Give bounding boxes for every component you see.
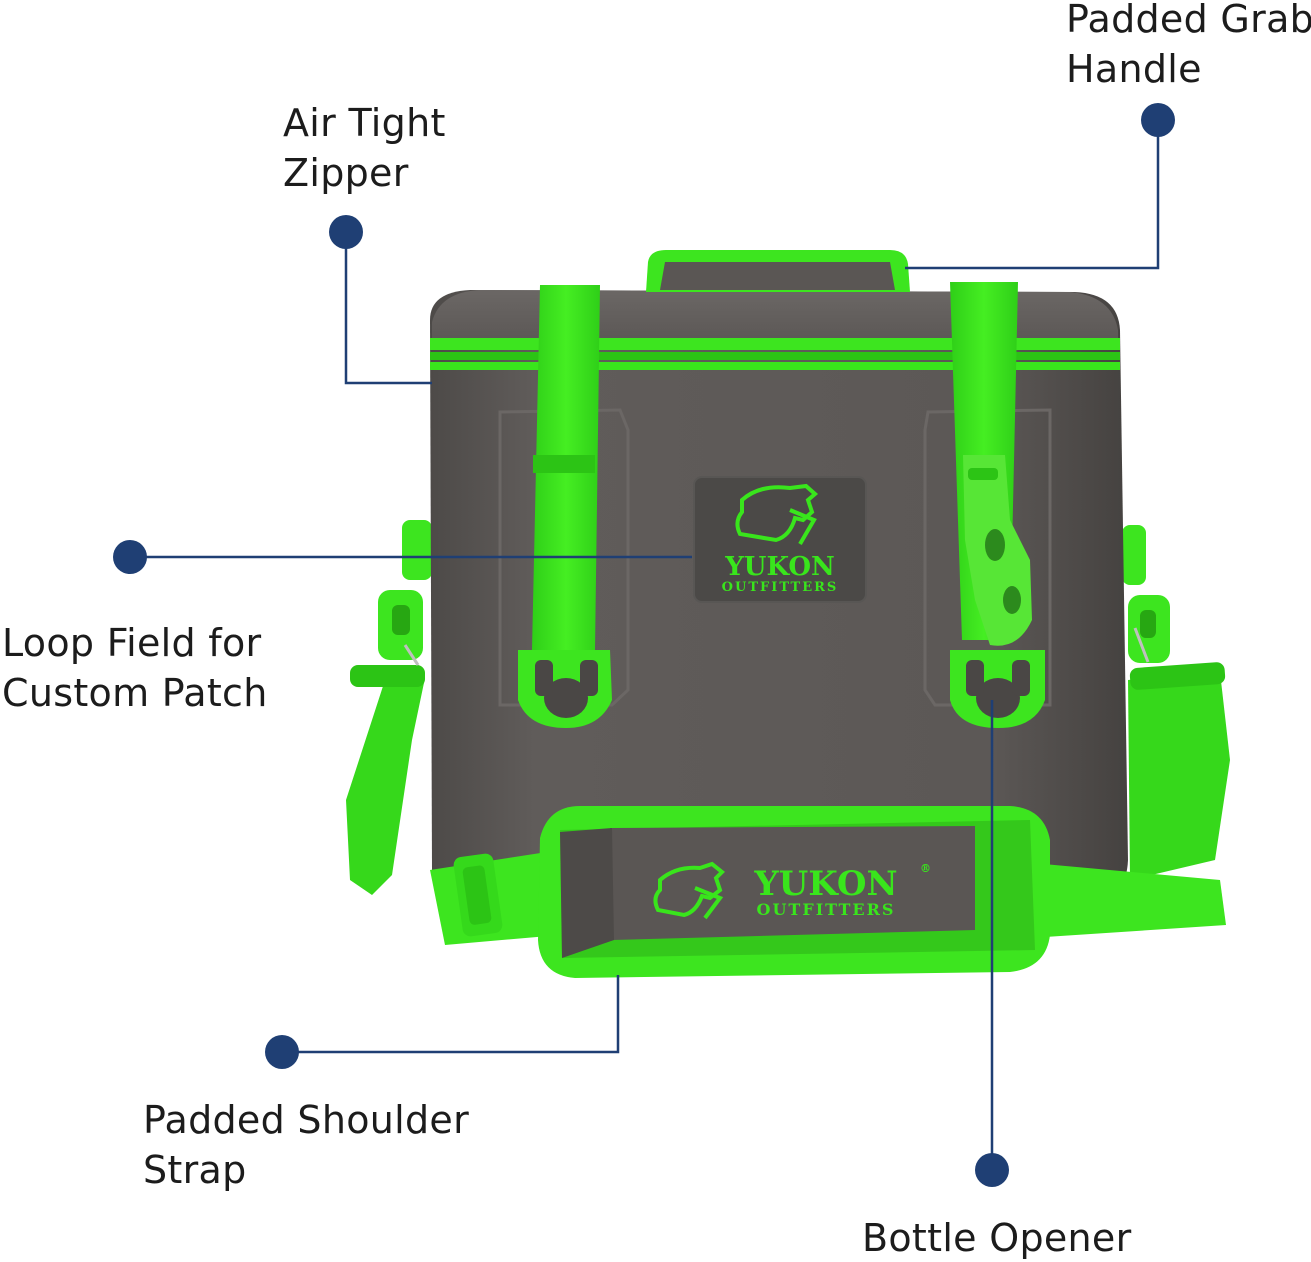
side-clip-left: [378, 520, 432, 666]
callout-dot-icon: [113, 540, 147, 574]
callout-lines: [130, 120, 1160, 1170]
d-ring-right: [950, 650, 1045, 728]
loop-field-patch: YUKON OUTFITTERS: [693, 476, 867, 603]
callout-bottle-opener-line1: Bottle Opener: [862, 1216, 1132, 1260]
panel-left-inset: [498, 408, 630, 707]
line-shoulder-strap: [282, 975, 620, 1054]
padded-grab-handle: [646, 250, 910, 292]
shoulder-strap-front: [430, 850, 1226, 945]
line-zipper: [344, 232, 432, 385]
shoulder-strap-back: [346, 662, 1230, 895]
bottle-opener: [963, 455, 1032, 646]
strap-pad-right: [1129, 662, 1226, 690]
strap-pad-left: [350, 665, 425, 687]
callout-zipper: Air Tight Zipper: [283, 98, 446, 198]
cooler-lid: [432, 290, 1118, 350]
callout-loop-field: Loop Field for Custom Patch: [2, 618, 268, 718]
pad-brand-sub: OUTFITTERS: [757, 900, 896, 919]
panel-right-inset: [923, 408, 1052, 707]
pad-brand-registered: ®: [920, 862, 931, 875]
patch-brand-sub: OUTFITTERS: [722, 580, 839, 595]
callout-loop-field-line2: Custom Patch: [2, 671, 268, 715]
air-tight-zipper: [430, 338, 1120, 370]
callout-grab-handle-line1: Padded Grab: [1066, 0, 1311, 41]
callout-grab-handle: Padded Grab Handle: [1066, 0, 1311, 94]
line-grab-handle: [905, 120, 1160, 270]
cooler-body: [430, 290, 1128, 922]
callout-shoulder-strap-line2: Strap: [143, 1148, 247, 1192]
bear-logo-icon: [735, 483, 819, 546]
callout-dot-icon: [975, 1153, 1009, 1187]
callout-zipper-line1: Air Tight: [283, 101, 446, 145]
padded-shoulder-pad: YUKON ® OUTFITTERS: [538, 806, 1050, 978]
callout-loop-field-line1: Loop Field for: [2, 621, 262, 665]
bear-logo-icon: [653, 861, 725, 920]
callout-shoulder-strap-line1: Padded Shoulder: [143, 1098, 470, 1142]
pad-brand-name: YUKON: [753, 864, 897, 904]
patch-brand-name: YUKON: [724, 552, 835, 582]
callout-grab-handle-line2: Handle: [1066, 47, 1202, 91]
side-clip-right: [1122, 525, 1170, 663]
d-ring-left: [518, 650, 612, 728]
strap-buckle: [453, 853, 503, 937]
callout-dot-icon: [329, 215, 363, 249]
callout-zipper-line2: Zipper: [283, 151, 409, 195]
callout-dot-icon: [1141, 103, 1175, 137]
webbing-strap-left: [532, 285, 600, 650]
callout-bottle-opener: Bottle Opener: [862, 1213, 1132, 1262]
callout-dot-icon: [265, 1035, 299, 1069]
callout-shoulder-strap: Padded Shoulder Strap: [143, 1095, 469, 1195]
